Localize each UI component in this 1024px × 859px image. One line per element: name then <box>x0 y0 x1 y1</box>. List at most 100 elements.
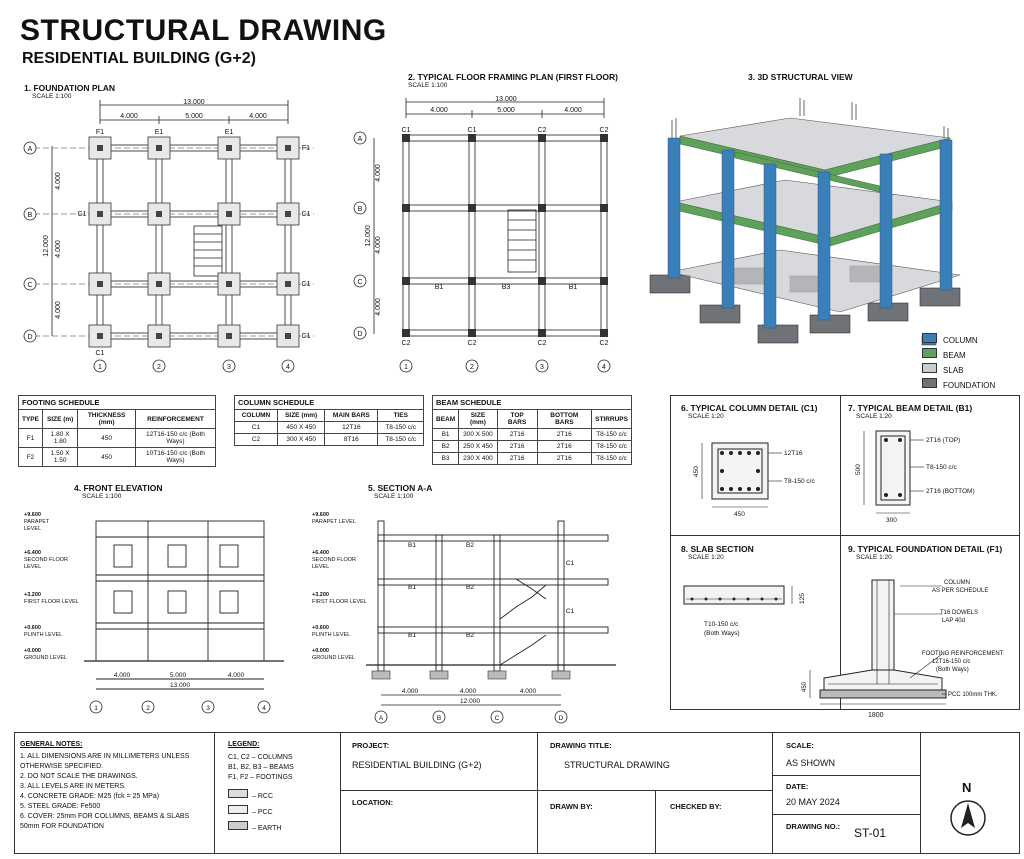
col-detail-title: 6. TYPICAL COLUMN DETAIL (C1) <box>681 403 818 413</box>
grid-row-a: A <box>28 146 33 153</box>
svg-text:B1: B1 <box>408 542 416 549</box>
project-name: RESIDENTIAL BUILDING (G+2) <box>352 760 482 770</box>
svg-text:4.000: 4.000 <box>402 688 419 695</box>
svg-text:B1: B1 <box>408 584 416 591</box>
label-c1d: C1 <box>302 333 311 340</box>
svg-text:D: D <box>559 715 564 722</box>
svg-text:(Both Ways): (Both Ways) <box>936 667 969 673</box>
svg-text:450: 450 <box>734 511 745 518</box>
general-notes: GENERAL NOTES: 1. ALL DIMENSIONS ARE IN … <box>20 741 190 830</box>
label-c1e: C1 <box>96 350 105 357</box>
svg-text:12T16-150 c/c: 12T16-150 c/c <box>932 659 970 665</box>
fp-c1: C1 <box>402 127 411 134</box>
svg-text:B2: B2 <box>466 632 474 639</box>
elev-dim-3: 4.000 <box>228 672 245 679</box>
foundation-plan-scale: SCALE 1:100 <box>32 93 72 100</box>
grid-col-4: 4 <box>286 364 290 371</box>
dim-y2: 4.000 <box>55 240 62 258</box>
elev-dim-2: 5.000 <box>170 672 187 679</box>
fp-grid-row-d: D <box>357 331 362 338</box>
beam-detail-scale: SCALE 1:20 <box>856 413 892 420</box>
fp-b1b: B1 <box>569 284 578 291</box>
fdn-width: 1800 <box>868 712 884 719</box>
north-label: N <box>962 780 972 795</box>
slab-section: T10-150 c/c (Both Ways) 125 <box>683 585 806 637</box>
dim-total-y: 12.000 <box>43 235 50 257</box>
slab-section-title: 8. SLAB SECTION <box>681 544 754 554</box>
svg-text:A: A <box>379 715 384 722</box>
date-value: 20 MAY 2024 <box>786 797 840 807</box>
sec-dim-total: 12.000 <box>460 698 480 705</box>
fdn-detail-scale: SCALE 1:20 <box>856 554 892 561</box>
framing-plan: A B C D 1 2 3 4 13.000 4.000 5.000 4.000… <box>353 96 611 373</box>
fp-grid-row-b: B <box>358 206 363 213</box>
grid-col-1: 1 <box>98 364 102 371</box>
svg-text:COLUMN: COLUMN <box>944 580 970 586</box>
dim-span-3: 4.000 <box>249 113 267 120</box>
fp-b3: B3 <box>502 284 511 291</box>
fp-dim-3: 4.000 <box>564 107 582 114</box>
elevation-scale: SCALE 1:100 <box>82 493 122 500</box>
title-block <box>14 732 1020 854</box>
svg-text:AS PER SCHEDULE: AS PER SCHEDULE <box>932 588 988 594</box>
view3d-title: 3. 3D STRUCTURAL VIEW <box>748 72 853 82</box>
label-e1b: E1 <box>225 129 234 136</box>
svg-text:2T16 (TOP): 2T16 (TOP) <box>926 437 960 444</box>
fp-dim-y3: 4.000 <box>375 298 382 316</box>
column-schedule-title: COLUMN SCHEDULE <box>234 395 424 409</box>
grid-col-2: 2 <box>157 364 161 371</box>
fp-dim-y1: 4.000 <box>375 164 382 182</box>
svg-text:500: 500 <box>855 464 862 475</box>
fp-dim-y: 12.000 <box>365 225 372 247</box>
fp-c2c: C2 <box>402 340 411 347</box>
svg-text:C1: C1 <box>566 560 575 567</box>
fp-grid-row-c: C <box>357 279 362 286</box>
svg-text:4.000: 4.000 <box>520 688 537 695</box>
section-scale: SCALE 1:100 <box>374 493 414 500</box>
fp-grid-col-4: 4 <box>602 364 606 371</box>
label-c1c: C1 <box>302 281 311 288</box>
legend-column: COLUMN <box>943 336 978 345</box>
legend-foundation: FOUNDATION <box>943 381 996 390</box>
fp-c2b: C2 <box>600 127 609 134</box>
fp-c2: C2 <box>538 127 547 134</box>
col-detail-scale: SCALE 1:20 <box>688 413 724 420</box>
foundation-detail: COLUMN AS PER SCHEDULE T16 DOWELS LAP 40… <box>802 579 1004 705</box>
fp-grid-col-3: 3 <box>540 364 544 371</box>
svg-text:T10-150 c/c: T10-150 c/c <box>704 621 739 628</box>
dim-span-2: 5.000 <box>185 113 203 120</box>
fp-dim-1: 4.000 <box>430 107 448 114</box>
label-f1b: F1 <box>302 145 310 152</box>
column-detail: 12T16 T8-150 c/c 450 450 <box>693 442 815 518</box>
fp-c2e: C2 <box>538 340 547 347</box>
beam-detail: 2T16 (TOP) T8-150 c/c 2T16 (BOTTOM) 300 … <box>855 430 975 524</box>
section-title: 5. SECTION A-A <box>368 483 433 493</box>
drawing-number: ST-01 <box>854 826 887 840</box>
svg-text:LAP 40d: LAP 40d <box>942 618 965 624</box>
grid-row-c: C <box>27 282 32 289</box>
slab-section-scale: SCALE 1:20 <box>688 554 724 561</box>
label-e1: E1 <box>155 129 164 136</box>
svg-text:B: B <box>437 715 441 722</box>
svg-text:1: 1 <box>94 705 98 712</box>
svg-text:PCC 100mm THK.: PCC 100mm THK. <box>948 692 998 698</box>
svg-text:FOOTING REINFORCEMENT: FOOTING REINFORCEMENT <box>922 651 1004 657</box>
svg-text:450: 450 <box>693 466 700 477</box>
framing-plan-scale: SCALE 1:100 <box>408 82 448 89</box>
beam-detail-title: 7. TYPICAL BEAM DETAIL (B1) <box>848 403 973 413</box>
scale-value: AS SHOWN <box>786 758 836 768</box>
svg-text:B1: B1 <box>408 632 416 639</box>
svg-text:C1: C1 <box>566 608 575 615</box>
footing-schedule-title: FOOTING SCHEDULE <box>18 395 216 409</box>
foundation-plan: A B C D 1 2 3 4 13.000 4.000 5.000 4.000… <box>23 99 314 373</box>
fp-grid-col-1: 1 <box>404 364 408 371</box>
